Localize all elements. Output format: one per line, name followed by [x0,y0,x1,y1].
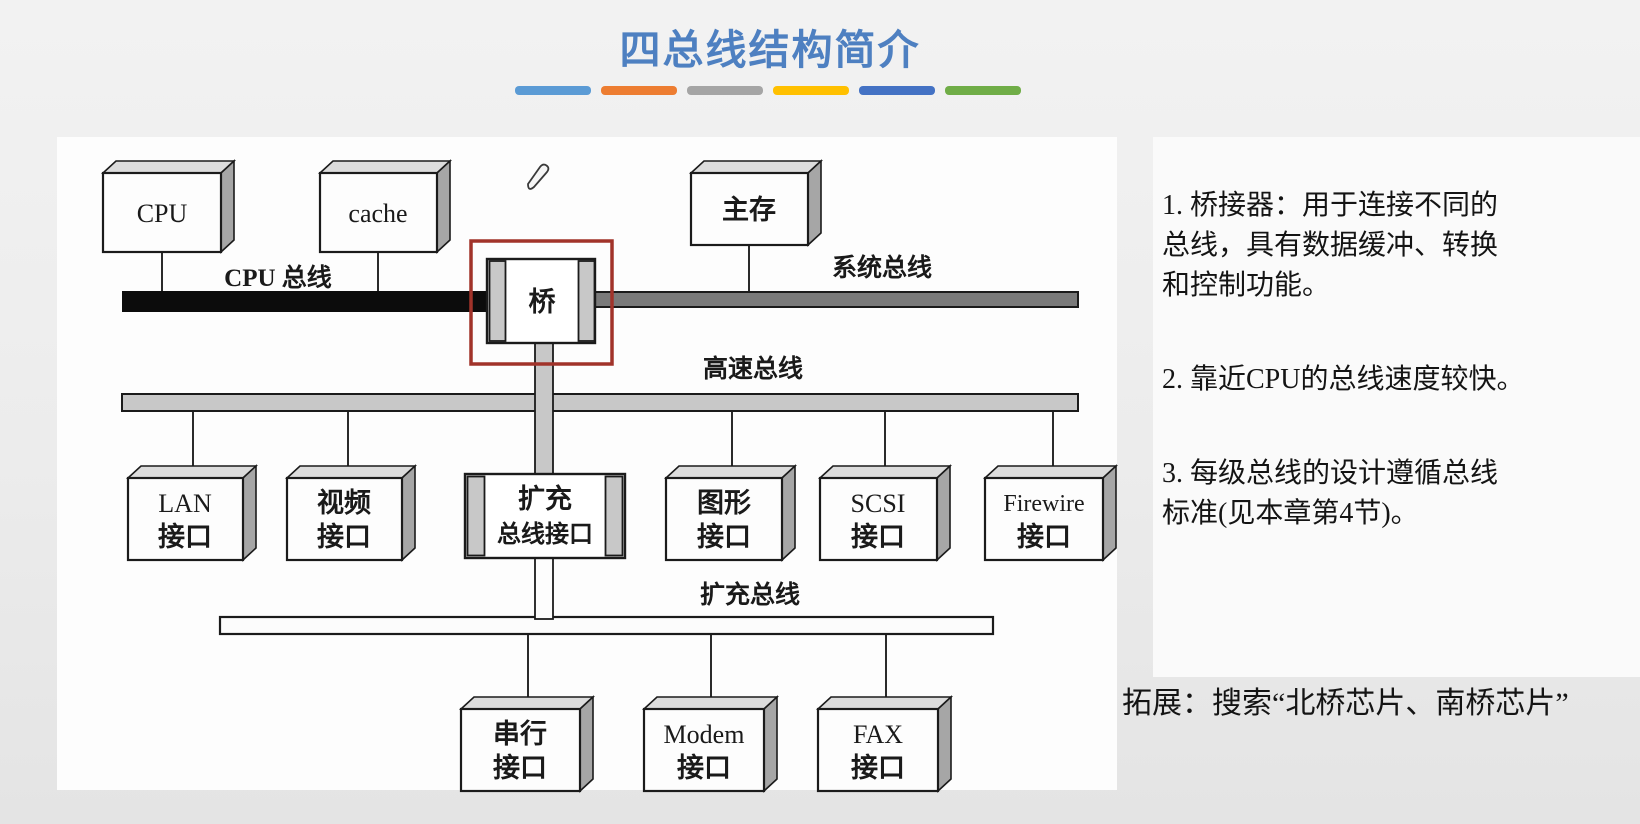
cpu-bus-label: CPU 总线 [224,263,332,292]
bridge-highlight-box [469,239,614,366]
expansion-downlink-bar [534,557,554,620]
divider-bar-orange [601,86,677,95]
title-divider [515,86,1025,95]
note-item-1: 1. 桥接器：用于连接不同的 总线，具有数据缓冲、转换 和控制功能。 [1162,190,1499,302]
page-title: 四总线结构简介 [619,27,921,73]
expansion-if-label-line1: 扩充 [518,483,572,514]
video-interface-box: 视频 接口 [284,464,418,562]
modem-label-line1: Modem [664,720,745,749]
cpu-label: CPU [137,199,188,228]
memory-box: 主存 [688,159,824,247]
fax-interface-box: FAX 接口 [815,695,954,793]
memory-label: 主存 [722,195,776,225]
firewire-label-line1: Firewire [1003,491,1084,517]
lan-interface-box: LAN 接口 [125,464,259,562]
expansion-if-label-line2: 总线接口 [497,520,593,548]
divider-bar-gray [687,86,763,95]
cpu-bus-bar [122,291,492,312]
graphics-interface-box: 图形 接口 [663,464,798,562]
firewire-label-line2: 接口 [1017,522,1071,552]
graphics-label-line1: 图形 [697,488,751,518]
expansion-bus-interface-box: 扩充 总线接口 [463,472,627,560]
video-label-line2: 接口 [317,522,371,552]
bridge-label: 桥 [529,287,556,317]
modem-label-line2: 接口 [677,753,731,783]
system-bus-label: 系统总线 [832,253,932,282]
pen-cursor-icon [527,163,550,190]
expansion-bus-label: 扩充总线 [700,580,800,609]
serial-label-line2: 接口 [493,753,547,783]
fax-label-line2: 接口 [851,753,905,783]
serial-label-line1: 串行 [493,718,547,749]
cache-label: cache [348,199,407,228]
cache-box: cache [317,159,453,254]
diagram-panel [57,137,1117,790]
divider-bar-yellow [773,86,849,95]
divider-bar-blue [515,86,591,95]
note-item-3: 3. 每级总线的设计遵循总线 标准(见本章第4节)。 [1162,458,1499,530]
scsi-label-line1: SCSI [851,489,906,518]
cpu-box: CPU [100,159,237,254]
graphics-label-line2: 接口 [697,522,751,552]
lan-label-line2: 接口 [158,522,212,552]
notes-panel [1153,137,1640,677]
bridge-box: 桥 [485,257,597,345]
scsi-interface-box: SCSI 接口 [817,464,953,562]
lan-label-line1: LAN [158,489,212,518]
scsi-label-line2: 接口 [851,522,905,552]
video-label-line1: 视频 [317,488,371,518]
modem-interface-box: Modem 接口 [641,695,780,793]
extension-note: 拓展：搜索“北桥芯片、南桥芯片” [1122,687,1569,720]
notes-list: 1. 桥接器：用于连接不同的 总线，具有数据缓冲、转换 和控制功能。 2. 靠近… [1162,146,1582,588]
high-speed-bus-label: 高速总线 [703,354,803,383]
connector-lines [161,245,1054,698]
serial-interface-box: 串行 接口 [458,695,596,793]
firewire-interface-box: Firewire 接口 [982,464,1119,562]
divider-bar-green [945,86,1021,95]
high-speed-bus-bar [121,393,1079,412]
divider-bar-navy [859,86,935,95]
note-item-2: 2. 靠近CPU的总线速度较快。 [1162,364,1525,396]
system-bus-bar [594,291,1079,308]
fax-label-line1: FAX [853,720,903,749]
expansion-bus-bar [218,615,995,636]
